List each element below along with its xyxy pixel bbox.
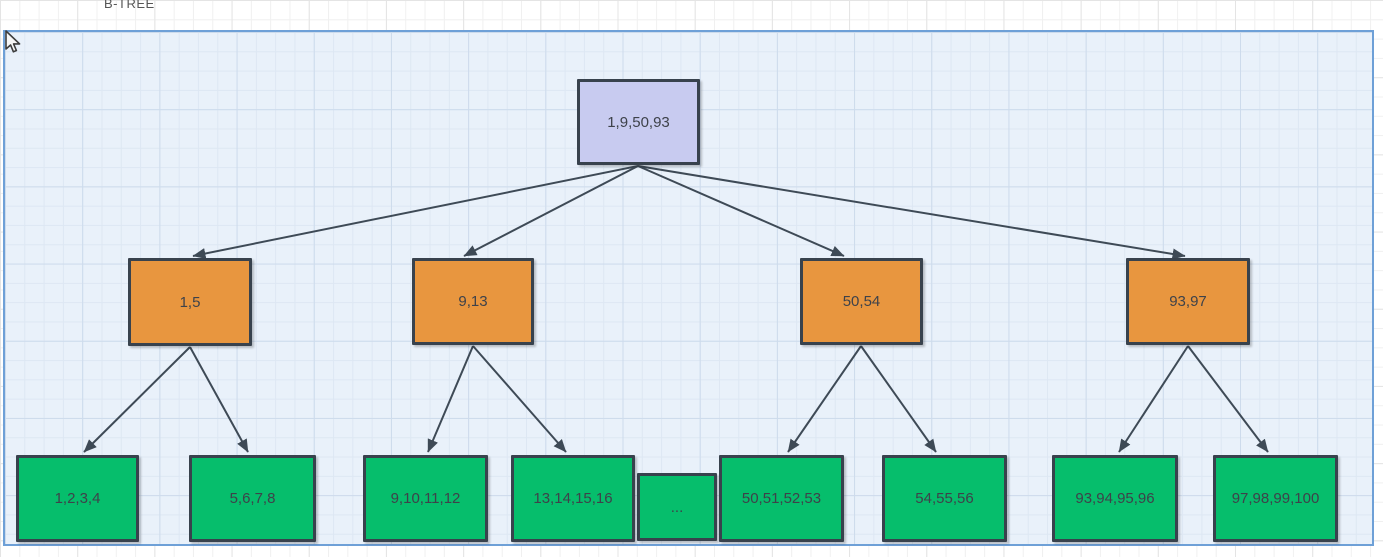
node-label: 1,9,50,93 bbox=[607, 113, 670, 131]
node-label: 93,97 bbox=[1169, 293, 1207, 310]
node-label: 1,5 bbox=[179, 293, 201, 311]
node-label: 50,51,52,53 bbox=[741, 490, 822, 507]
node-label: 54,55,56 bbox=[915, 490, 974, 507]
tree-node-leaf-3[interactable]: 9,10,11,12 bbox=[363, 455, 488, 542]
edge-internal-2-to-leaf-4[interactable] bbox=[472, 345, 567, 453]
edge-internal-1-to-leaf-1[interactable] bbox=[83, 346, 191, 453]
edge-root-to-internal-4[interactable] bbox=[637, 165, 1186, 260]
tree-node-leaf-5[interactable]: 50,51,52,53 bbox=[719, 455, 844, 542]
tree-node-internal-1[interactable]: 1,5 bbox=[128, 258, 252, 346]
tree-node-leaf-4[interactable]: 13,14,15,16 bbox=[511, 455, 635, 542]
node-label: 13,14,15,16 bbox=[533, 490, 613, 507]
node-label: 9,10,11,12 bbox=[390, 490, 461, 507]
edge-internal-3-to-leaf-5[interactable] bbox=[787, 345, 862, 453]
node-label: 93,94,95,96 bbox=[1075, 490, 1155, 507]
tree-node-ellipsis[interactable]: ... bbox=[637, 473, 717, 541]
tree-node-leaf-8[interactable]: 97,98,99,100 bbox=[1213, 455, 1338, 542]
tree-node-leaf-7[interactable]: 93,94,95,96 bbox=[1052, 455, 1178, 542]
node-label: 50,54 bbox=[842, 293, 881, 310]
edge-root-to-internal-2[interactable] bbox=[463, 165, 639, 257]
edge-internal-4-to-leaf-8[interactable] bbox=[1187, 345, 1269, 453]
node-label: 1,2,3,4 bbox=[54, 490, 101, 507]
node-label: 97,98,99,100 bbox=[1231, 490, 1320, 507]
edge-internal-1-to-leaf-2[interactable] bbox=[189, 346, 249, 453]
edge-root-to-internal-1[interactable] bbox=[192, 165, 639, 259]
tree-node-root[interactable]: 1,9,50,93 bbox=[577, 79, 700, 165]
edge-root-to-internal-3[interactable] bbox=[637, 165, 845, 257]
tree-node-leaf-1[interactable]: 1,2,3,4 bbox=[16, 455, 139, 542]
tree-node-leaf-6[interactable]: 54,55,56 bbox=[882, 455, 1007, 542]
node-label: 5,6,7,8 bbox=[229, 490, 276, 507]
tree-node-internal-3[interactable]: 50,54 bbox=[800, 258, 923, 345]
edge-internal-4-to-leaf-7[interactable] bbox=[1118, 345, 1189, 453]
diagram-title: B-TREE bbox=[104, 0, 155, 11]
mouse-pointer-icon bbox=[5, 30, 21, 53]
node-label: 9,13 bbox=[458, 293, 488, 310]
tree-node-internal-4[interactable]: 93,97 bbox=[1126, 258, 1250, 345]
edge-internal-3-to-leaf-6[interactable] bbox=[860, 345, 937, 453]
node-label: ... bbox=[670, 498, 684, 516]
edge-internal-2-to-leaf-3[interactable] bbox=[427, 345, 474, 453]
tree-node-internal-2[interactable]: 9,13 bbox=[412, 258, 534, 345]
tree-node-leaf-2[interactable]: 5,6,7,8 bbox=[189, 455, 316, 542]
